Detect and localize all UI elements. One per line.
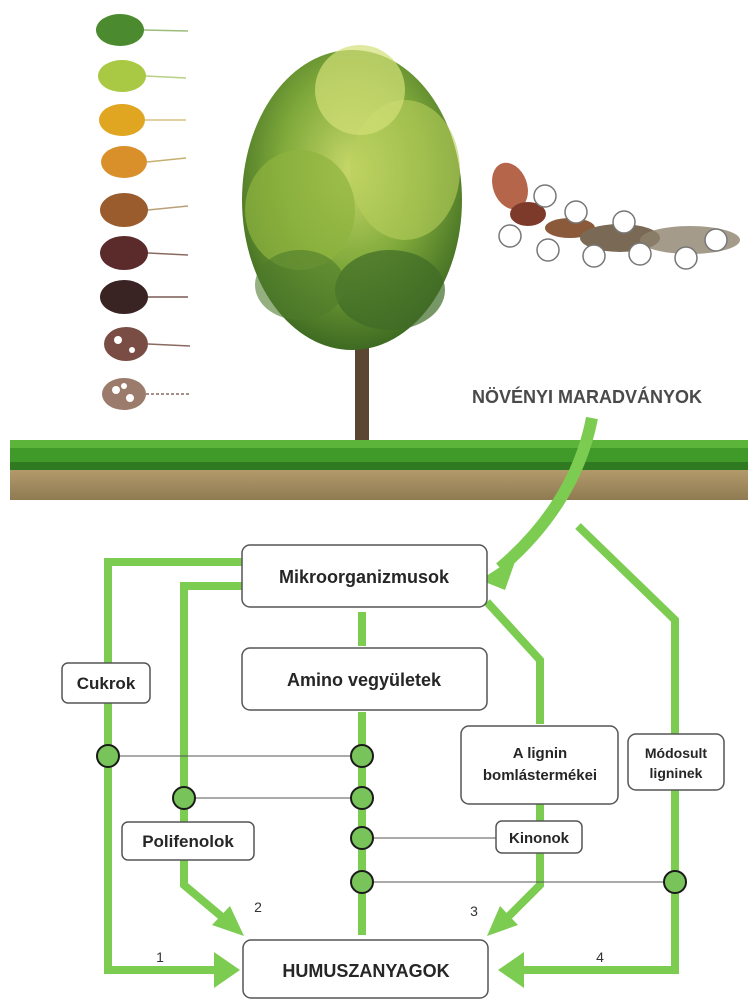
leaf-stage-7 xyxy=(100,280,188,314)
soil-organism-icon xyxy=(705,229,727,251)
humus-label: HUMUSZANYAGOK xyxy=(282,961,449,981)
modified-lignins-label-line2: ligninek xyxy=(650,765,703,781)
arrowhead-4 xyxy=(498,952,524,988)
soil-organism-icon xyxy=(534,185,556,207)
microorganisms-label: Mikroorganizmusok xyxy=(279,567,450,587)
leaf-stage-5 xyxy=(100,193,188,227)
amino-compounds-label: Amino vegyületek xyxy=(287,670,442,690)
pathway-3-line xyxy=(487,602,540,724)
plant-residues-label: NÖVÉNYI MARADVÁNYOK xyxy=(472,386,702,407)
leaf-stage-1 xyxy=(96,14,188,46)
leaf-stage-8 xyxy=(104,327,190,361)
junction-node xyxy=(351,745,373,767)
leaf-stage-3 xyxy=(99,104,186,136)
pathway-2-line xyxy=(184,586,242,922)
amino-compounds-box: Amino vegyületek xyxy=(242,648,487,710)
pathway-4-line xyxy=(578,526,675,734)
leaf-stage-9 xyxy=(102,378,190,410)
junction-node xyxy=(97,745,119,767)
quinones-label: Kinonok xyxy=(509,830,570,847)
soil-organism-icon xyxy=(583,245,605,267)
sugars-label: Cukrok xyxy=(77,674,136,693)
lignin-products-label-line2: bomlástermékei xyxy=(483,767,597,784)
modified-lignins-box: Módosult ligninek xyxy=(628,734,724,790)
leaf-decay-sequence xyxy=(96,14,190,410)
polyphenols-box: Polifenolok xyxy=(122,822,254,860)
leaf-stage-6 xyxy=(100,236,188,270)
soil-organism-icon xyxy=(565,201,587,223)
polyphenols-label: Polifenolok xyxy=(142,832,234,851)
arrowhead-1 xyxy=(214,952,240,988)
lignin-products-label-line1: A lignin xyxy=(513,745,567,762)
soil-organism-icon xyxy=(537,239,559,261)
junction-node xyxy=(351,787,373,809)
soil-organism-icon xyxy=(629,243,651,265)
quinones-box: Kinonok xyxy=(496,821,582,853)
grass-soil-strip xyxy=(10,440,748,500)
humus-box: HUMUSZANYAGOK xyxy=(243,940,488,998)
decomposition-illustration xyxy=(486,158,740,269)
soil-organism-icon xyxy=(675,247,697,269)
modified-lignins-label-line1: Módosult xyxy=(645,745,708,761)
soil-organism-icon xyxy=(499,225,521,247)
leaf-stage-4 xyxy=(101,146,186,178)
pathway-number-2: 2 xyxy=(254,899,262,915)
pathway-number-4: 4 xyxy=(596,949,604,965)
pathway-number-3: 3 xyxy=(470,903,478,919)
pathway-number-1: 1 xyxy=(156,949,164,965)
pathway-1-line xyxy=(108,562,242,970)
junction-node xyxy=(351,827,373,849)
sugars-box: Cukrok xyxy=(62,663,150,703)
microorganisms-box: Mikroorganizmusok xyxy=(242,545,487,607)
soil-organism-icon xyxy=(613,211,635,233)
lignin-products-box: A lignin bomlástermékei xyxy=(461,726,618,804)
junction-node xyxy=(173,787,195,809)
leaf-stage-2 xyxy=(98,60,186,92)
junction-node xyxy=(351,871,373,893)
junction-node xyxy=(664,871,686,893)
tree-illustration xyxy=(242,45,462,448)
